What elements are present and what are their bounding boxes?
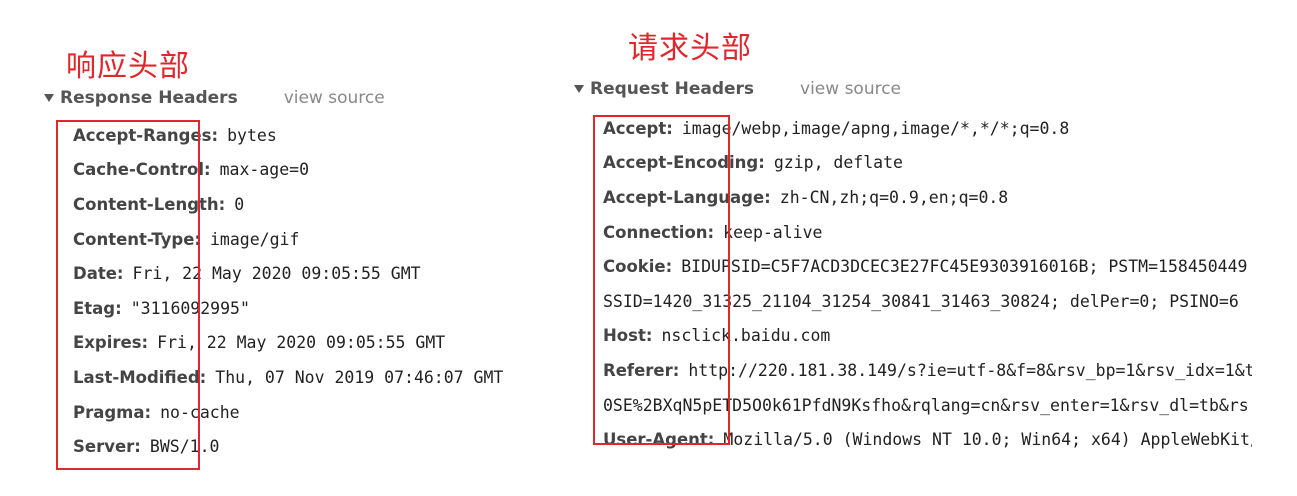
header-name: Host: xyxy=(603,326,653,346)
header-value: gzip, deflate xyxy=(773,153,903,173)
header-value: BWS/1.0 xyxy=(149,437,220,457)
header-name: Etag: xyxy=(73,298,122,318)
request-view-source-link[interactable]: view source xyxy=(800,79,902,99)
header-value: Thu, 07 Nov 2019 07:46:07 GMT xyxy=(215,367,504,387)
header-value: 0SE%2BXqN5pETD5O0k61PfdN9Ksfho&rqlang=cn… xyxy=(603,395,1249,415)
header-value: Fri, 22 May 2020 09:05:55 GMT xyxy=(132,264,421,284)
header-name: Accept: xyxy=(603,118,673,138)
header-name: Cache-Control: xyxy=(73,160,211,180)
header-name: Connection: xyxy=(603,222,715,242)
header-row: Expires: Fri, 22 May 2020 09:05:55 GMT xyxy=(73,326,633,361)
header-name: Last-Modified: xyxy=(73,367,207,387)
header-row: SSID=1420_31325_21104_31254_30841_31463_… xyxy=(603,284,1252,319)
header-value: image/webp,image/apng,image/*,*/*;q=0.8 xyxy=(681,118,1070,138)
collapse-triangle-icon[interactable] xyxy=(44,94,54,102)
header-value: BIDUPSID=C5F7ACD3DCEC3E27FC45E9303916016… xyxy=(681,257,1248,277)
response-view-source-link[interactable]: view source xyxy=(283,88,385,108)
header-name: Content-Type: xyxy=(73,229,201,249)
header-row: Host: nsclick.baidu.com xyxy=(603,319,1252,354)
response-headers-section-header[interactable]: Response Headers view source xyxy=(44,88,385,108)
header-row: Cookie: BIDUPSID=C5F7ACD3DCEC3E27FC45E930… xyxy=(603,249,1252,284)
header-value: 0 xyxy=(234,194,245,214)
header-value: max-age=0 xyxy=(219,160,310,180)
request-headers-annotation: 请求头部 xyxy=(628,31,752,66)
header-row: Etag: "3116092995" xyxy=(73,291,633,326)
header-row: Connection: keep-alive xyxy=(603,215,1252,250)
header-value: http://220.181.38.149/s?ie=utf-8&f=8&rsv… xyxy=(688,360,1252,380)
request-headers-section-header[interactable]: Request Headers view source xyxy=(574,79,901,99)
header-value: image/gif xyxy=(209,229,300,249)
header-name: Content-Length: xyxy=(73,194,226,214)
response-header-names-highlight xyxy=(56,120,200,470)
response-headers-annotation: 响应头部 xyxy=(66,49,190,84)
request-header-names-highlight xyxy=(593,115,730,445)
header-name: Accept-Ranges: xyxy=(73,125,219,145)
header-name: Date: xyxy=(73,264,124,284)
header-row: 0SE%2BXqN5pETD5O0k61PfdN9Ksfho&rqlang=cn… xyxy=(603,388,1252,423)
header-row: Accept-Encoding: gzip, deflate xyxy=(603,146,1252,181)
header-row: Content-Length: 0 xyxy=(73,187,633,222)
header-name: Server: xyxy=(73,437,141,457)
header-value: Fri, 22 May 2020 09:05:55 GMT xyxy=(157,333,446,353)
header-value: bytes xyxy=(227,125,277,145)
header-row: Last-Modified: Thu, 07 Nov 2019 07:46:07 … xyxy=(73,360,633,395)
header-value: SSID=1420_31325_21104_31254_30841_31463_… xyxy=(603,291,1239,311)
header-row: Date: Fri, 22 May 2020 09:05:55 GMT xyxy=(73,256,633,291)
header-name: Referer: xyxy=(603,360,680,380)
header-value: zh-CN,zh;q=0.9,en;q=0.8 xyxy=(779,187,1009,207)
header-row: Accept-Ranges: bytes xyxy=(73,118,633,153)
collapse-triangle-icon[interactable] xyxy=(574,85,584,93)
header-row: Referer: http://220.181.38.149/s?ie=utf-8… xyxy=(603,353,1252,388)
response-headers-title: Response Headers xyxy=(60,88,238,108)
request-headers-title: Request Headers xyxy=(590,79,755,99)
header-value: nsclick.baidu.com xyxy=(661,326,831,346)
header-row: Content-Type: image/gif xyxy=(73,222,633,257)
header-name: Cookie: xyxy=(603,257,673,277)
header-name: Accept-Encoding: xyxy=(603,153,765,173)
header-value: keep-alive xyxy=(723,222,823,242)
header-value: "3116092995" xyxy=(130,298,250,318)
header-name: Pragma: xyxy=(73,402,152,422)
header-row: Server: BWS/1.0 xyxy=(73,429,633,464)
header-row: Accept: image/webp,image/apng,image/*,*/*… xyxy=(603,111,1252,146)
header-name: Expires: xyxy=(73,333,149,353)
header-row: Cache-Control: max-age=0 xyxy=(73,153,633,188)
header-value: Mozilla/5.0 (Windows NT 10.0; Win64; x64… xyxy=(723,430,1252,450)
